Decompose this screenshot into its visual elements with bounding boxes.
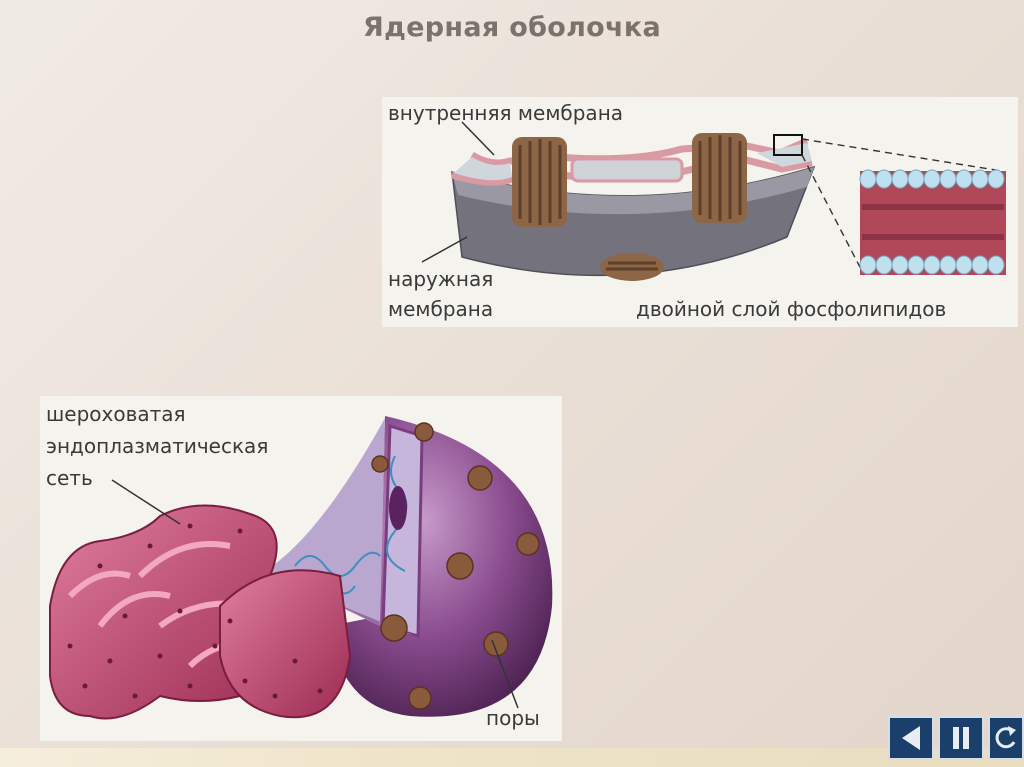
pore-complex-right (692, 133, 747, 223)
pore-complex-left (512, 137, 567, 227)
pause-icon (940, 718, 982, 758)
nucleus-diagram-panel: шероховатая эндоплазматическая сеть поры (40, 396, 562, 741)
pause-button[interactable] (938, 716, 984, 760)
label-outer-membrane-line1: наружная (388, 267, 493, 291)
phospholipid-bilayer-inset (860, 170, 1006, 275)
prev-slide-button[interactable] (888, 716, 934, 760)
label-outer-membrane-line2: мембрана (388, 297, 493, 321)
label-rough-er-line3: сеть (46, 466, 93, 490)
pore-complex-bottom (600, 253, 664, 281)
bottom-strip (0, 748, 1024, 767)
replay-button[interactable] (988, 716, 1024, 760)
label-rough-er-line1: шероховатая (46, 402, 186, 426)
prev-icon (890, 718, 932, 758)
envelope-illustration (382, 97, 1018, 327)
replay-icon (990, 718, 1022, 758)
label-rough-er-line2: эндоплазматическая (46, 434, 268, 458)
label-phospholipid-bilayer: двойной слой фосфолипидов (636, 297, 946, 321)
label-inner-membrane: внутренняя мембрана (388, 101, 623, 125)
slide-title: Ядерная оболочка (0, 12, 1024, 43)
envelope-diagram-panel: внутренняя мембрана наружная мембрана дв… (382, 97, 1018, 327)
label-pores: поры (486, 706, 540, 730)
